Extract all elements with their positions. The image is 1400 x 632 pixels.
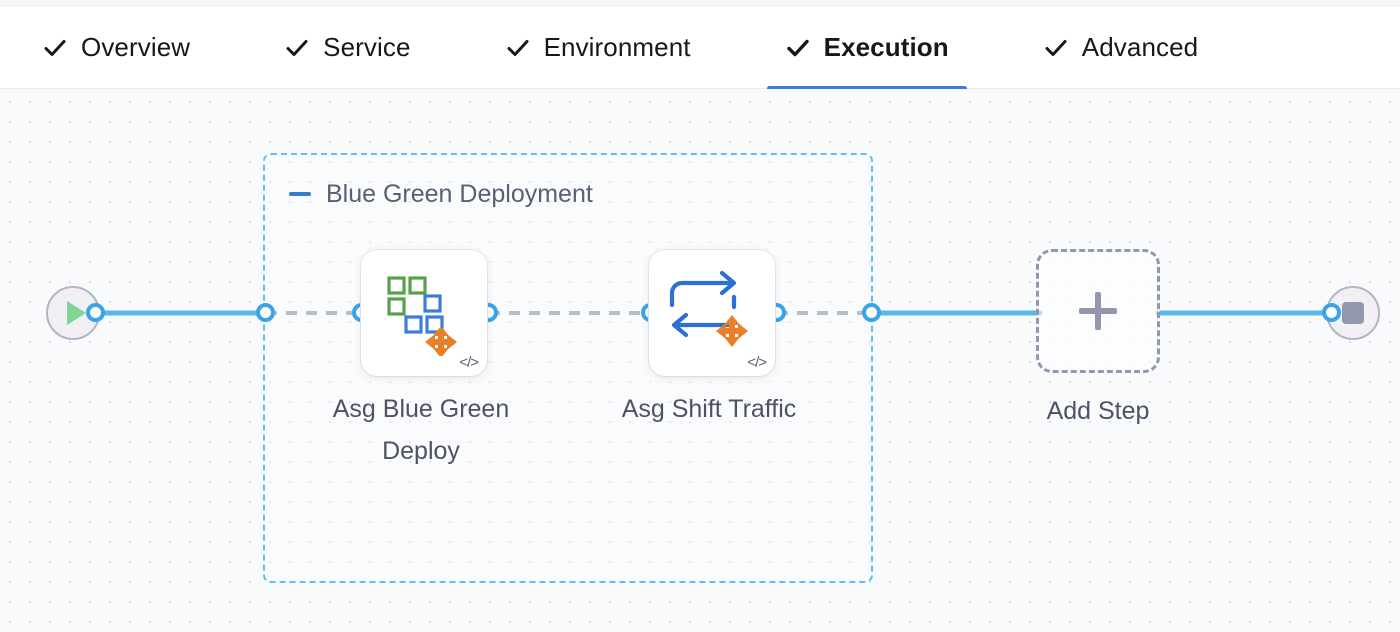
check-icon bbox=[1043, 35, 1069, 61]
code-icon: </> bbox=[747, 354, 767, 371]
tab-label: Execution bbox=[823, 32, 949, 62]
tab-label: Overview bbox=[81, 32, 191, 62]
check-icon bbox=[505, 35, 531, 61]
port-group-out[interactable] bbox=[862, 303, 881, 322]
stage-group-title: Blue Green Deployment bbox=[326, 179, 593, 208]
tab-execution[interactable]: Execution bbox=[766, 7, 967, 91]
tab-overview[interactable]: Overview bbox=[28, 7, 204, 89]
play-icon bbox=[66, 301, 86, 325]
tab-label: Advanced bbox=[1081, 32, 1199, 62]
plus-icon-vertical bbox=[1095, 292, 1101, 330]
check-icon bbox=[42, 35, 68, 61]
tab-advanced[interactable]: Advanced bbox=[1029, 7, 1212, 89]
tab-label: Service bbox=[323, 32, 411, 62]
asg-shift-traffic-icon bbox=[649, 250, 775, 376]
stage-group-blue-green-deployment[interactable]: Blue Green Deployment bbox=[263, 153, 873, 583]
port-group-in[interactable] bbox=[256, 303, 275, 322]
tab-service[interactable]: Service bbox=[270, 7, 424, 89]
step-label-asg-blue-green-deploy: Asg Blue Green Deploy bbox=[332, 395, 510, 465]
step-label-asg-shift-traffic: Asg Shift Traffic bbox=[621, 395, 797, 423]
pipeline-end-node[interactable] bbox=[1326, 286, 1380, 340]
tab-environment[interactable]: Environment bbox=[491, 7, 705, 89]
port-start-out[interactable] bbox=[86, 303, 105, 322]
stop-icon bbox=[1342, 302, 1364, 324]
add-step-label: Add Step bbox=[1046, 397, 1150, 425]
add-step-button[interactable] bbox=[1036, 249, 1160, 373]
step-node-asg-blue-green-deploy[interactable]: </> bbox=[361, 250, 487, 376]
stage-group-header: Blue Green Deployment bbox=[287, 179, 593, 209]
minus-icon[interactable] bbox=[287, 181, 313, 207]
check-icon bbox=[284, 35, 310, 61]
active-tab-indicator bbox=[766, 85, 967, 91]
asg-blue-green-deploy-icon bbox=[361, 250, 487, 376]
execution-canvas[interactable]: Blue Green Deployment bbox=[0, 89, 1400, 632]
tab-label: Environment bbox=[543, 32, 691, 62]
port-end-in[interactable] bbox=[1322, 303, 1341, 322]
step-node-asg-shift-traffic[interactable]: </> bbox=[649, 250, 775, 376]
wizard-tab-bar: Overview Service Environment Execution bbox=[0, 7, 1400, 91]
top-strip bbox=[0, 0, 1400, 6]
code-icon: </> bbox=[459, 354, 479, 371]
check-icon bbox=[785, 35, 811, 61]
